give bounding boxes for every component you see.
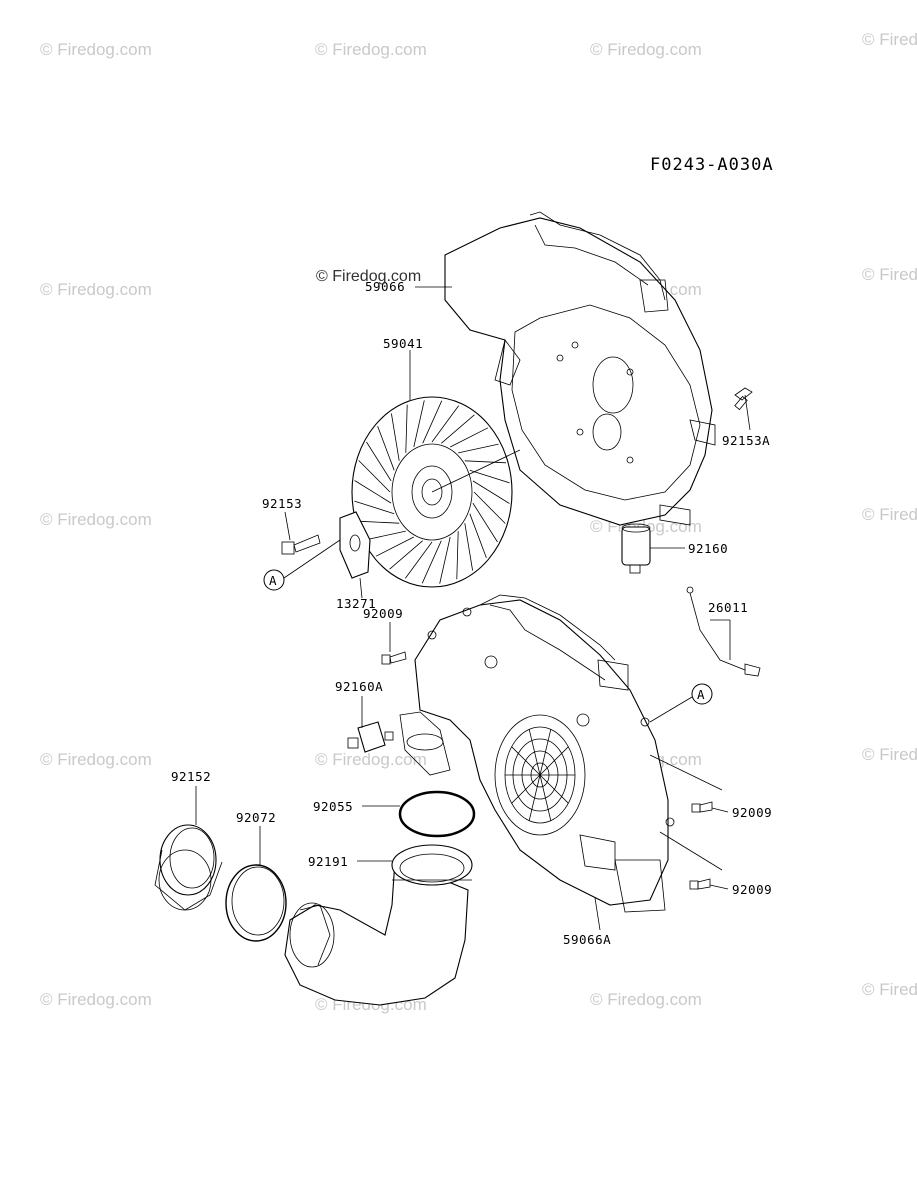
fan-blade [473, 491, 506, 524]
watermark: © Firedog.com [40, 510, 152, 529]
fan-blade [389, 540, 423, 570]
part-label-92153a[interactable]: 92153A [722, 433, 770, 448]
part-label-13271[interactable]: 13271 [336, 596, 376, 611]
fan-blade [464, 460, 507, 464]
grille-ring [530, 762, 550, 788]
watermark: © Firedog.com [590, 990, 702, 1009]
fan-blade [358, 460, 391, 493]
fan-blade [472, 502, 498, 543]
watermark: © Firedog.com [40, 40, 152, 59]
watermark: © Firedog.com [40, 990, 152, 1009]
fan-blade [366, 441, 392, 482]
bolt-92009-right-b[interactable] [689, 878, 711, 890]
watermark: © Firedog.com [590, 40, 702, 59]
damper-92160a[interactable] [347, 721, 394, 753]
fan-blade [469, 469, 510, 484]
watermark: © Firedog.com [316, 268, 421, 285]
fan-blade [421, 540, 442, 584]
lower-shroud[interactable] [399, 594, 675, 913]
part-label-92072[interactable]: 92072 [236, 810, 276, 825]
part-label-92009-top[interactable]: 92009 [363, 606, 403, 621]
watermark: © Firedog.com [862, 980, 917, 999]
bolt-92009-top[interactable] [381, 651, 407, 665]
fan-blade [469, 513, 487, 559]
watermark: © Firedog.com [40, 750, 152, 769]
callout-a-left [263, 569, 285, 591]
fan-blade [354, 500, 395, 515]
fan-blade [456, 531, 459, 580]
fan-blade [357, 520, 400, 524]
part-label-92160[interactable]: 92160 [688, 541, 728, 556]
fan-blade [431, 405, 460, 443]
part-label-59041[interactable]: 59041 [383, 336, 423, 351]
part-label-92153[interactable]: 92153 [262, 496, 302, 511]
fan-blade [405, 404, 408, 453]
fan-blade [441, 414, 475, 444]
upper-shroud[interactable] [444, 211, 716, 526]
bolt-92153a[interactable] [734, 387, 753, 411]
part-label-26011[interactable]: 26011 [708, 600, 748, 615]
watermark: © Firedog.com [315, 750, 427, 769]
fan-blade [404, 541, 433, 579]
ring-92072[interactable] [225, 864, 287, 942]
part-label-92191[interactable]: 92191 [308, 854, 348, 869]
fan-blade [377, 425, 395, 471]
part-label-92160a[interactable]: 92160A [335, 679, 383, 694]
bolt-92009-right-a[interactable] [691, 801, 713, 813]
part-label-92009-right-a[interactable]: 92009 [732, 805, 772, 820]
watermark: © Firedog.com [862, 265, 917, 284]
lead-wire-26011[interactable] [686, 586, 761, 677]
band-92152[interactable] [154, 824, 223, 911]
oring-92055[interactable] [398, 790, 476, 838]
grille-ring [512, 738, 568, 812]
fan-blade [413, 400, 425, 448]
watermark: © Firedog.com [862, 505, 917, 524]
fan-blade [422, 400, 443, 444]
fan-blade [365, 530, 406, 541]
watermark: © Firedog.com [315, 40, 427, 59]
watermark: © Firedog.com [862, 745, 917, 764]
part-label-59066a[interactable]: 59066A [563, 932, 611, 947]
part-label-59066[interactable]: 59066 [365, 279, 405, 294]
fan-blade [450, 427, 489, 448]
fan-blade [439, 536, 451, 584]
watermark: © Firedog.com [862, 30, 917, 49]
grille-ring [521, 750, 559, 800]
bolt-92153[interactable] [281, 534, 321, 555]
fan-blade [391, 413, 400, 461]
callout-a-left-label: A [269, 573, 277, 588]
watermark: © Firedog.com [40, 280, 152, 299]
elbow-pipe-92191[interactable] [284, 844, 473, 1006]
fan-blade [464, 523, 473, 571]
fan-blade [458, 443, 499, 454]
diagram-code: F0243-A030A [650, 155, 774, 175]
part-label-92152[interactable]: 92152 [171, 769, 211, 784]
fan-blade [375, 536, 414, 557]
part-label-92055[interactable]: 92055 [313, 799, 353, 814]
spacer-92160[interactable] [621, 523, 651, 574]
callout-a-right-label: A [697, 687, 705, 702]
callout-a-right [691, 683, 713, 705]
plate-13271[interactable] [339, 511, 371, 579]
fan-blade [472, 480, 510, 504]
fan-blade [354, 480, 392, 504]
part-label-92009-right-b[interactable]: 92009 [732, 882, 772, 897]
